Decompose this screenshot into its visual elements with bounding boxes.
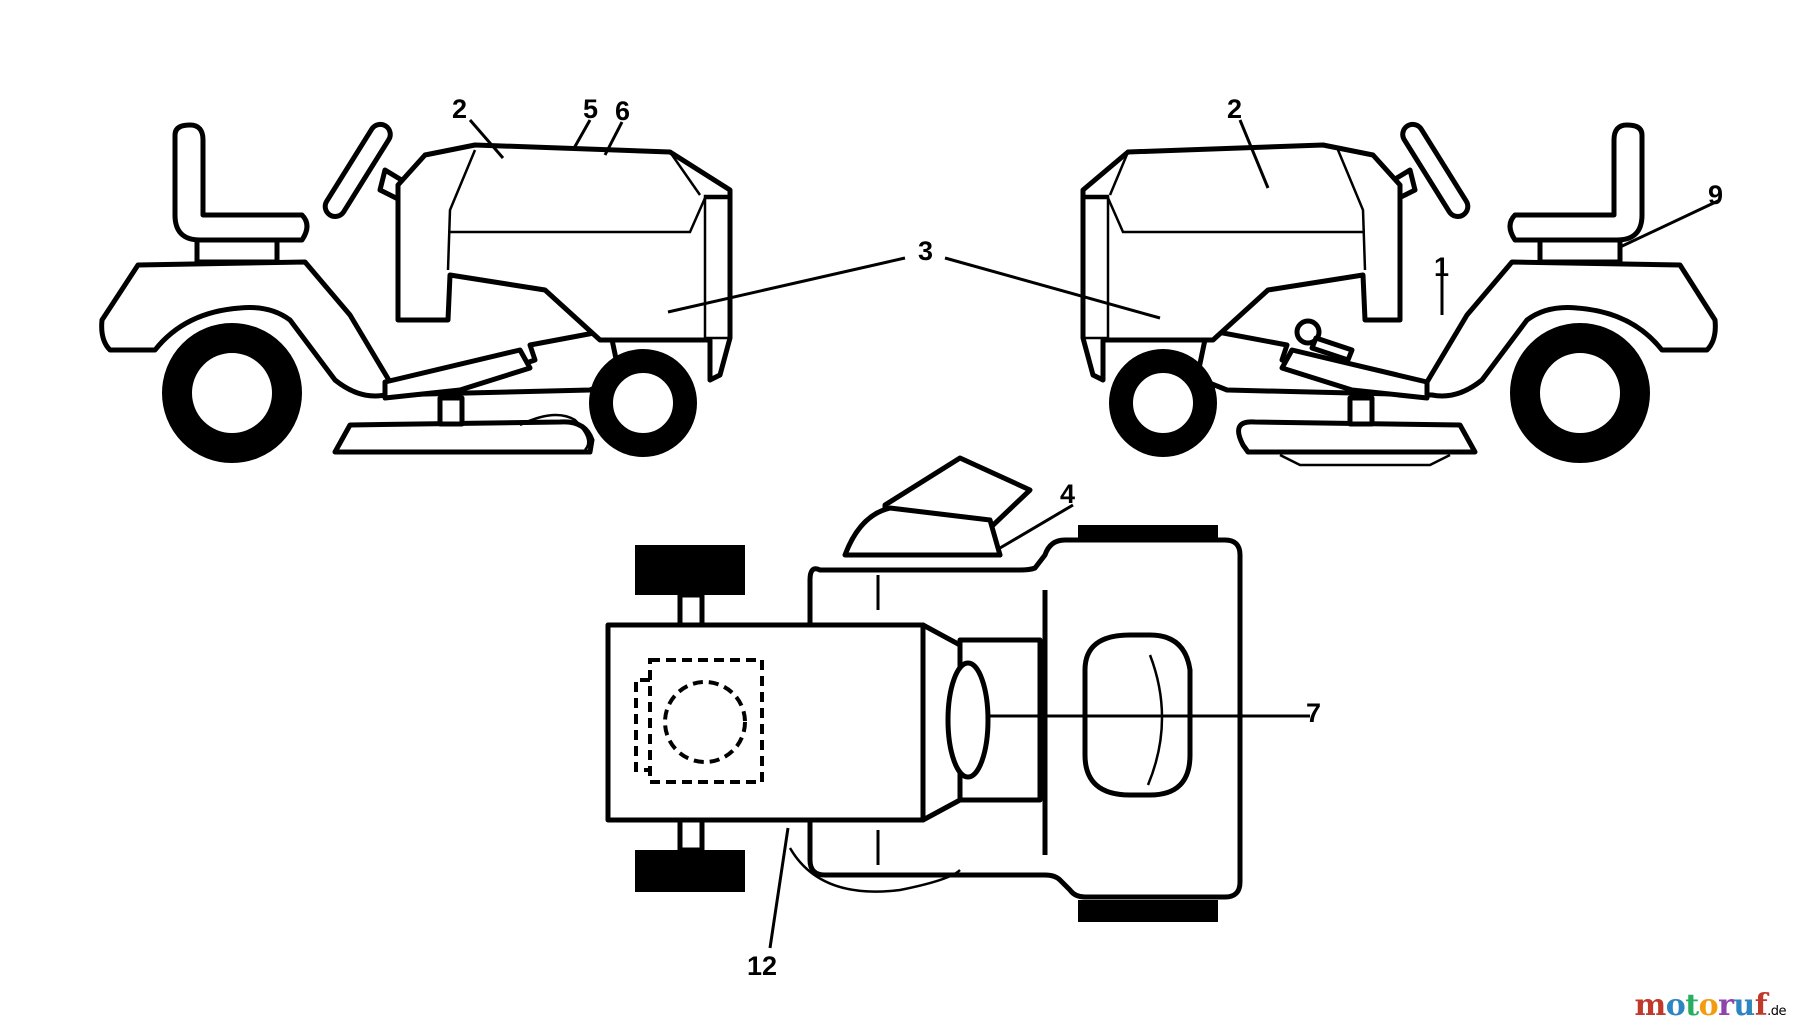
watermark-logo: motoruf.de [1634, 988, 1786, 1023]
callout-1: 1 [1434, 252, 1449, 282]
callout-9: 9 [1708, 180, 1723, 210]
watermark-letter: o [1665, 988, 1686, 1023]
callout-2-right: 2 [1227, 94, 1242, 124]
callout-2-left: 2 [452, 94, 467, 124]
callout-5: 5 [583, 94, 598, 124]
callouts-left [468, 119, 906, 314]
callout-4: 4 [1060, 479, 1075, 509]
watermark-name: motoruf [1634, 988, 1767, 1023]
watermark-letter: t [1685, 988, 1699, 1023]
callout-12: 12 [747, 951, 777, 981]
tractor-left-side-view [99, 121, 733, 463]
callout-7: 7 [1306, 698, 1321, 728]
watermark-tld: .de [1767, 1004, 1786, 1019]
watermark-letter: o [1698, 988, 1719, 1023]
watermark-letter: r [1718, 988, 1734, 1023]
watermark-letter: f [1754, 988, 1768, 1023]
callout-3: 3 [918, 236, 933, 266]
callouts-right [944, 119, 1721, 320]
callouts-top [768, 503, 1310, 949]
watermark-letter: u [1733, 988, 1755, 1023]
tractor-right-side-view [1080, 121, 1718, 467]
tractor-top-view [605, 455, 1243, 922]
watermark-letter: m [1634, 988, 1666, 1023]
callout-6: 6 [615, 96, 630, 126]
